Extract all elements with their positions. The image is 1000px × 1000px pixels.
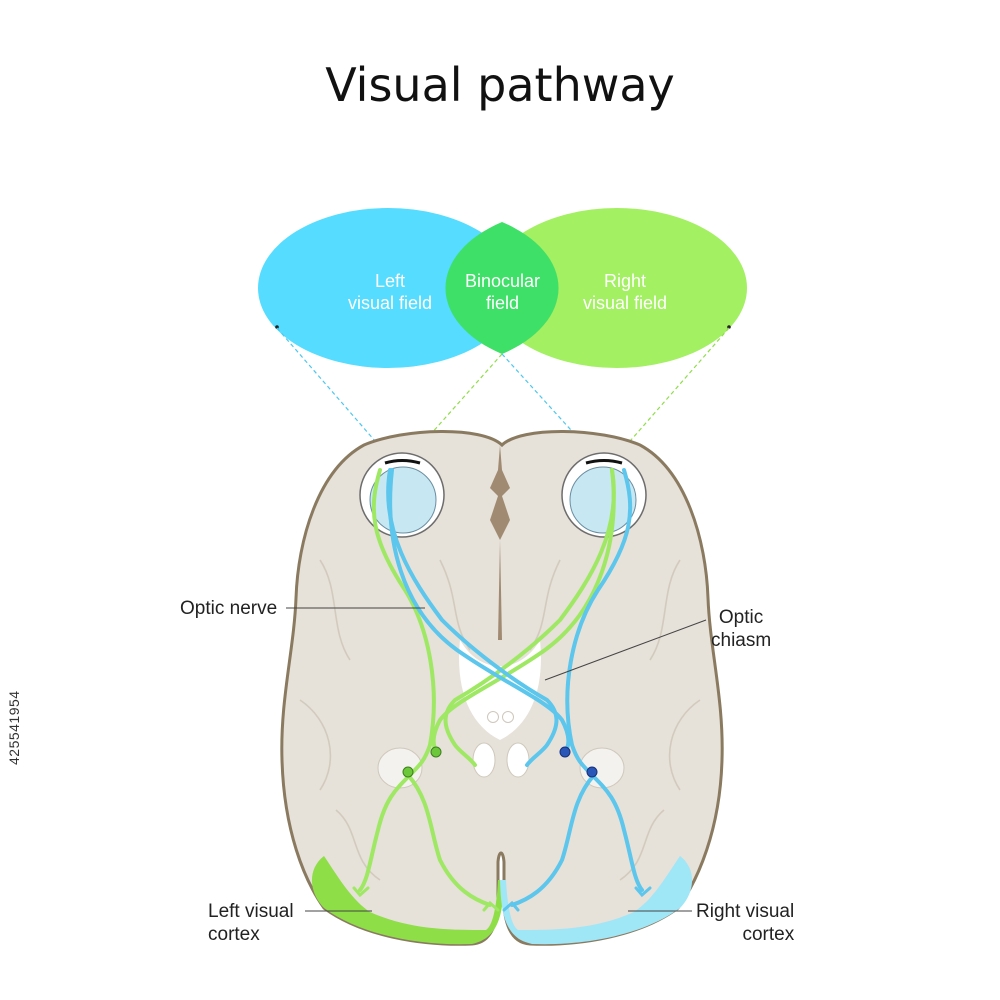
leader-lines: [286, 607, 707, 912]
optic-pathways: [352, 468, 652, 912]
green-pathway-right-cross: [443, 468, 616, 767]
gyri-lines: [299, 559, 701, 881]
green-pathway-left-ipsi: [371, 468, 436, 777]
brain-section: [280, 430, 724, 946]
blue-pathway-right-ipsi: [565, 468, 633, 777]
optic-chiasm-label: Optic chiasm: [711, 607, 772, 651]
right-visual-cortex-region: [500, 856, 693, 945]
stock-id: 425541954: [6, 690, 22, 765]
right-visual-cortex-label: Right visual cortex: [696, 901, 795, 945]
binocular-field-label: Binocular field: [464, 271, 541, 313]
eyes: [359, 452, 647, 538]
page-title: Visual pathway: [325, 58, 675, 112]
left-visual-field-label: Left visual field: [347, 271, 433, 313]
right-visual-field-ellipse: [487, 208, 747, 368]
optic-nerve-label: Optic nerve: [180, 598, 278, 619]
longitudinal-fissure: [490, 445, 510, 640]
right-visual-field-label: Right visual field: [582, 271, 668, 313]
left-visual-cortex-label: Left visual cortex: [208, 901, 294, 945]
binocular-field-overlap: [445, 222, 559, 354]
blue-pathway-left-cross: [386, 468, 559, 767]
left-visual-cortex-region: [311, 856, 504, 945]
visual-fields: [258, 208, 747, 368]
left-visual-field-ellipse: [258, 208, 518, 368]
